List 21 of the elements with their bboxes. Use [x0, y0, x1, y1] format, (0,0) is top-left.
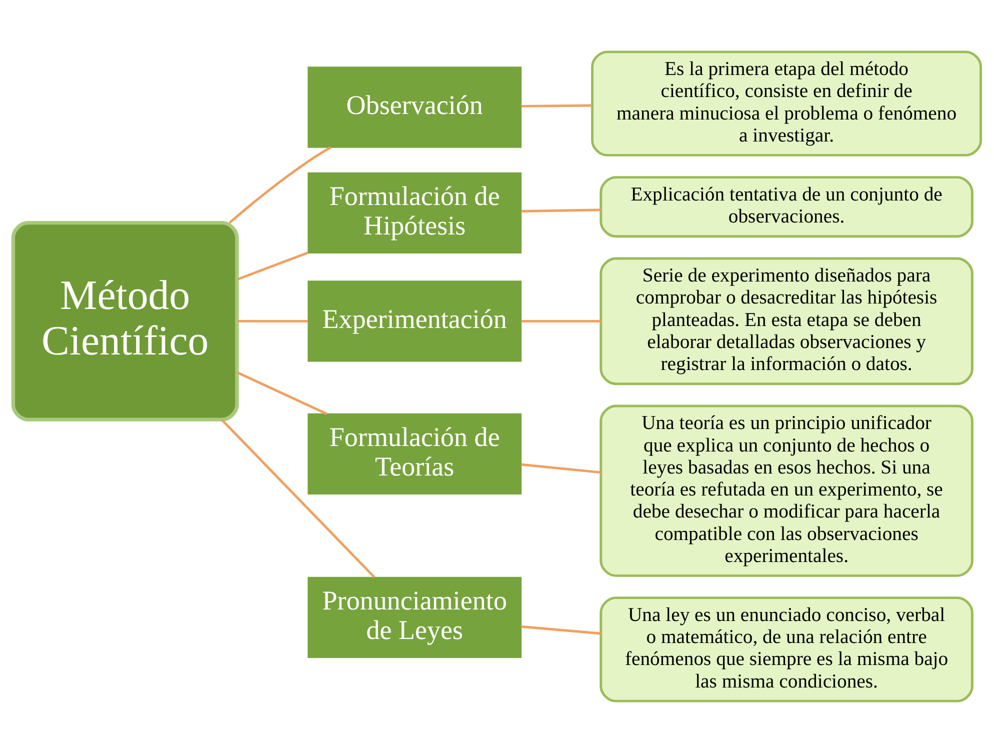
connector: [521, 104, 592, 107]
connector: [521, 319, 601, 322]
connector: [237, 319, 308, 322]
node-box: Serie de experimento diseñados para comprobar o desacreditar las hipótesis planteadas. En esta etapa se deben elaborar detalladas observaciones y registrar la información o datos.: [600, 256, 974, 385]
node-box: Método Científico: [11, 220, 239, 421]
connector: [228, 146, 332, 224]
node-box: Observación: [308, 66, 522, 148]
node-box: Formulación de Hipótesis: [308, 172, 522, 254]
connector: [521, 208, 601, 212]
node-box: Experimentación: [308, 280, 522, 362]
node-box: Formulación de Teorías: [308, 412, 522, 494]
connector: [521, 462, 601, 474]
node-box: Una teoría es un principio unificador que explica un conjunto de hechos o leyes basadas en esos hechos. Si una teoría es refutada en un experimento, se debe desechar o modificar para hacerla compatible con las observaciones experimentales.: [600, 404, 974, 576]
node-box: Pronunciamiento de Leyes: [308, 576, 522, 658]
connector: [221, 418, 376, 578]
connector: [236, 370, 328, 414]
connector: [236, 251, 308, 280]
connector: [521, 624, 601, 634]
node-box: Explicación tentativa de un conjunto de observaciones.: [600, 176, 974, 238]
node-box: Una ley es un enunciado conciso, verbal o matemático, de una relación entre fenómenos que siempre es la misma bajo las misma condiciones.: [600, 596, 974, 702]
node-box: Es la primera etapa del método científico, consiste en definir de manera minuciosa el problema o fenómeno a investigar.: [591, 50, 982, 156]
